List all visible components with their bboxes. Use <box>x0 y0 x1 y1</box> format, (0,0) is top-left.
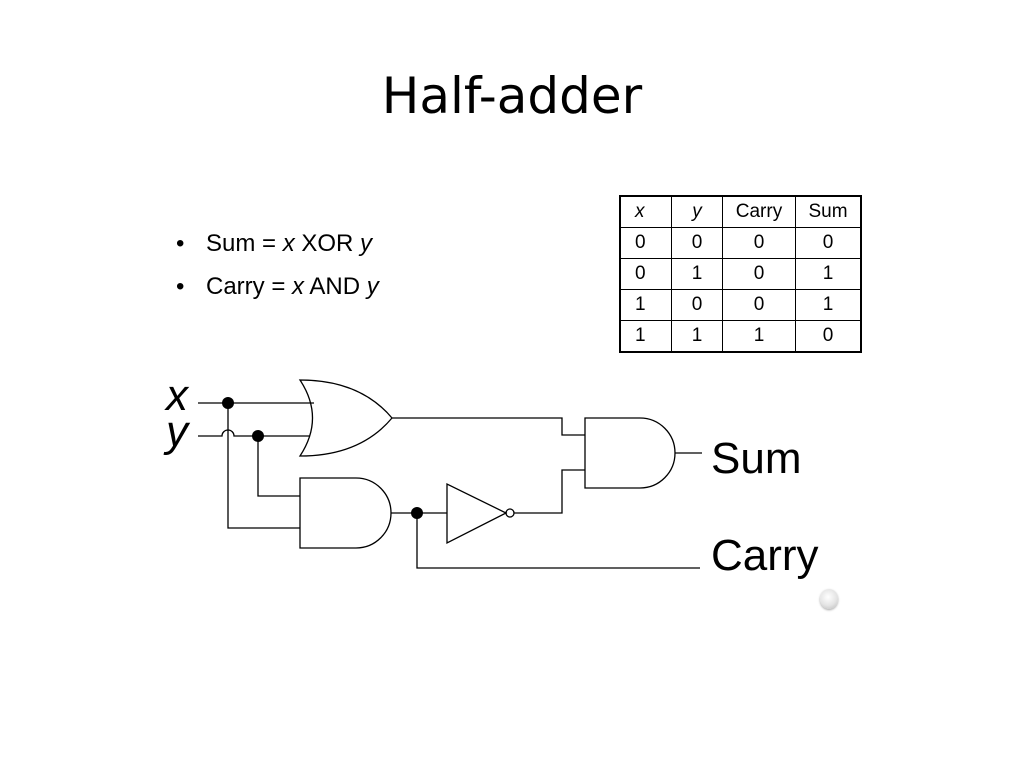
pointer-cursor-icon <box>820 589 838 609</box>
output-label-sum: Sum <box>711 434 801 483</box>
slide-title: Half-adder <box>381 67 643 125</box>
table-cell: 0 <box>722 289 796 321</box>
wire-y-branch <box>257 436 300 497</box>
bullet-lead: Sum = <box>206 230 283 257</box>
not-gate <box>446 482 508 545</box>
table-cell: 1 <box>619 289 672 321</box>
bullet-marker: • <box>176 230 185 257</box>
bullet-var-x: x <box>282 230 295 257</box>
wire-not-out <box>514 469 585 514</box>
input-label-y: y <box>163 407 191 456</box>
input-label-x: x <box>164 371 190 420</box>
wire-x-branch <box>227 403 300 529</box>
bullet-operator: XOR <box>294 230 361 257</box>
bullet-carry: • Carry = x AND y <box>176 269 379 312</box>
header-carry: Carry <box>722 195 796 228</box>
bullet-var-y: y <box>366 273 379 300</box>
table-cell: 1 <box>671 320 723 353</box>
truth-table: x y Carry Sum 0 0 0 0 0 1 0 1 1 0 0 1 1 … <box>619 195 862 353</box>
table-cell: 0 <box>722 227 796 259</box>
and-gate-sum <box>584 417 676 489</box>
junction-dot-y <box>252 430 264 442</box>
table-row: 0 1 0 1 <box>619 258 862 290</box>
or-gate <box>298 379 393 457</box>
bullet-var-y: y <box>360 230 373 257</box>
table-cell: 0 <box>722 258 796 290</box>
table-row: 1 1 1 0 <box>619 320 862 353</box>
wire-or-out <box>392 417 585 436</box>
table-cell: 1 <box>671 258 723 290</box>
header-sum: Sum <box>795 195 862 228</box>
bullet-marker: • <box>176 273 185 300</box>
wire-carry <box>416 513 700 569</box>
table-cell: 0 <box>795 320 862 353</box>
table-cell: 1 <box>722 320 796 353</box>
bullet-lead: Carry = <box>206 273 293 300</box>
table-cell: 1 <box>795 289 862 321</box>
junction-dot-carry <box>411 507 423 519</box>
bullet-operator: AND <box>304 273 367 300</box>
bullet-list: • Sum = x XOR y • Carry = x AND y <box>176 226 379 312</box>
and-gate-carry <box>299 477 392 549</box>
table-cell: 1 <box>795 258 862 290</box>
bullet-sum: • Sum = x XOR y <box>176 226 379 269</box>
junction-dot-x <box>222 397 234 409</box>
output-label-carry: Carry <box>711 531 819 580</box>
bullet-var-x: x <box>292 273 305 300</box>
table-row: 1 0 0 1 <box>619 289 862 321</box>
table-cell: 1 <box>619 320 672 353</box>
